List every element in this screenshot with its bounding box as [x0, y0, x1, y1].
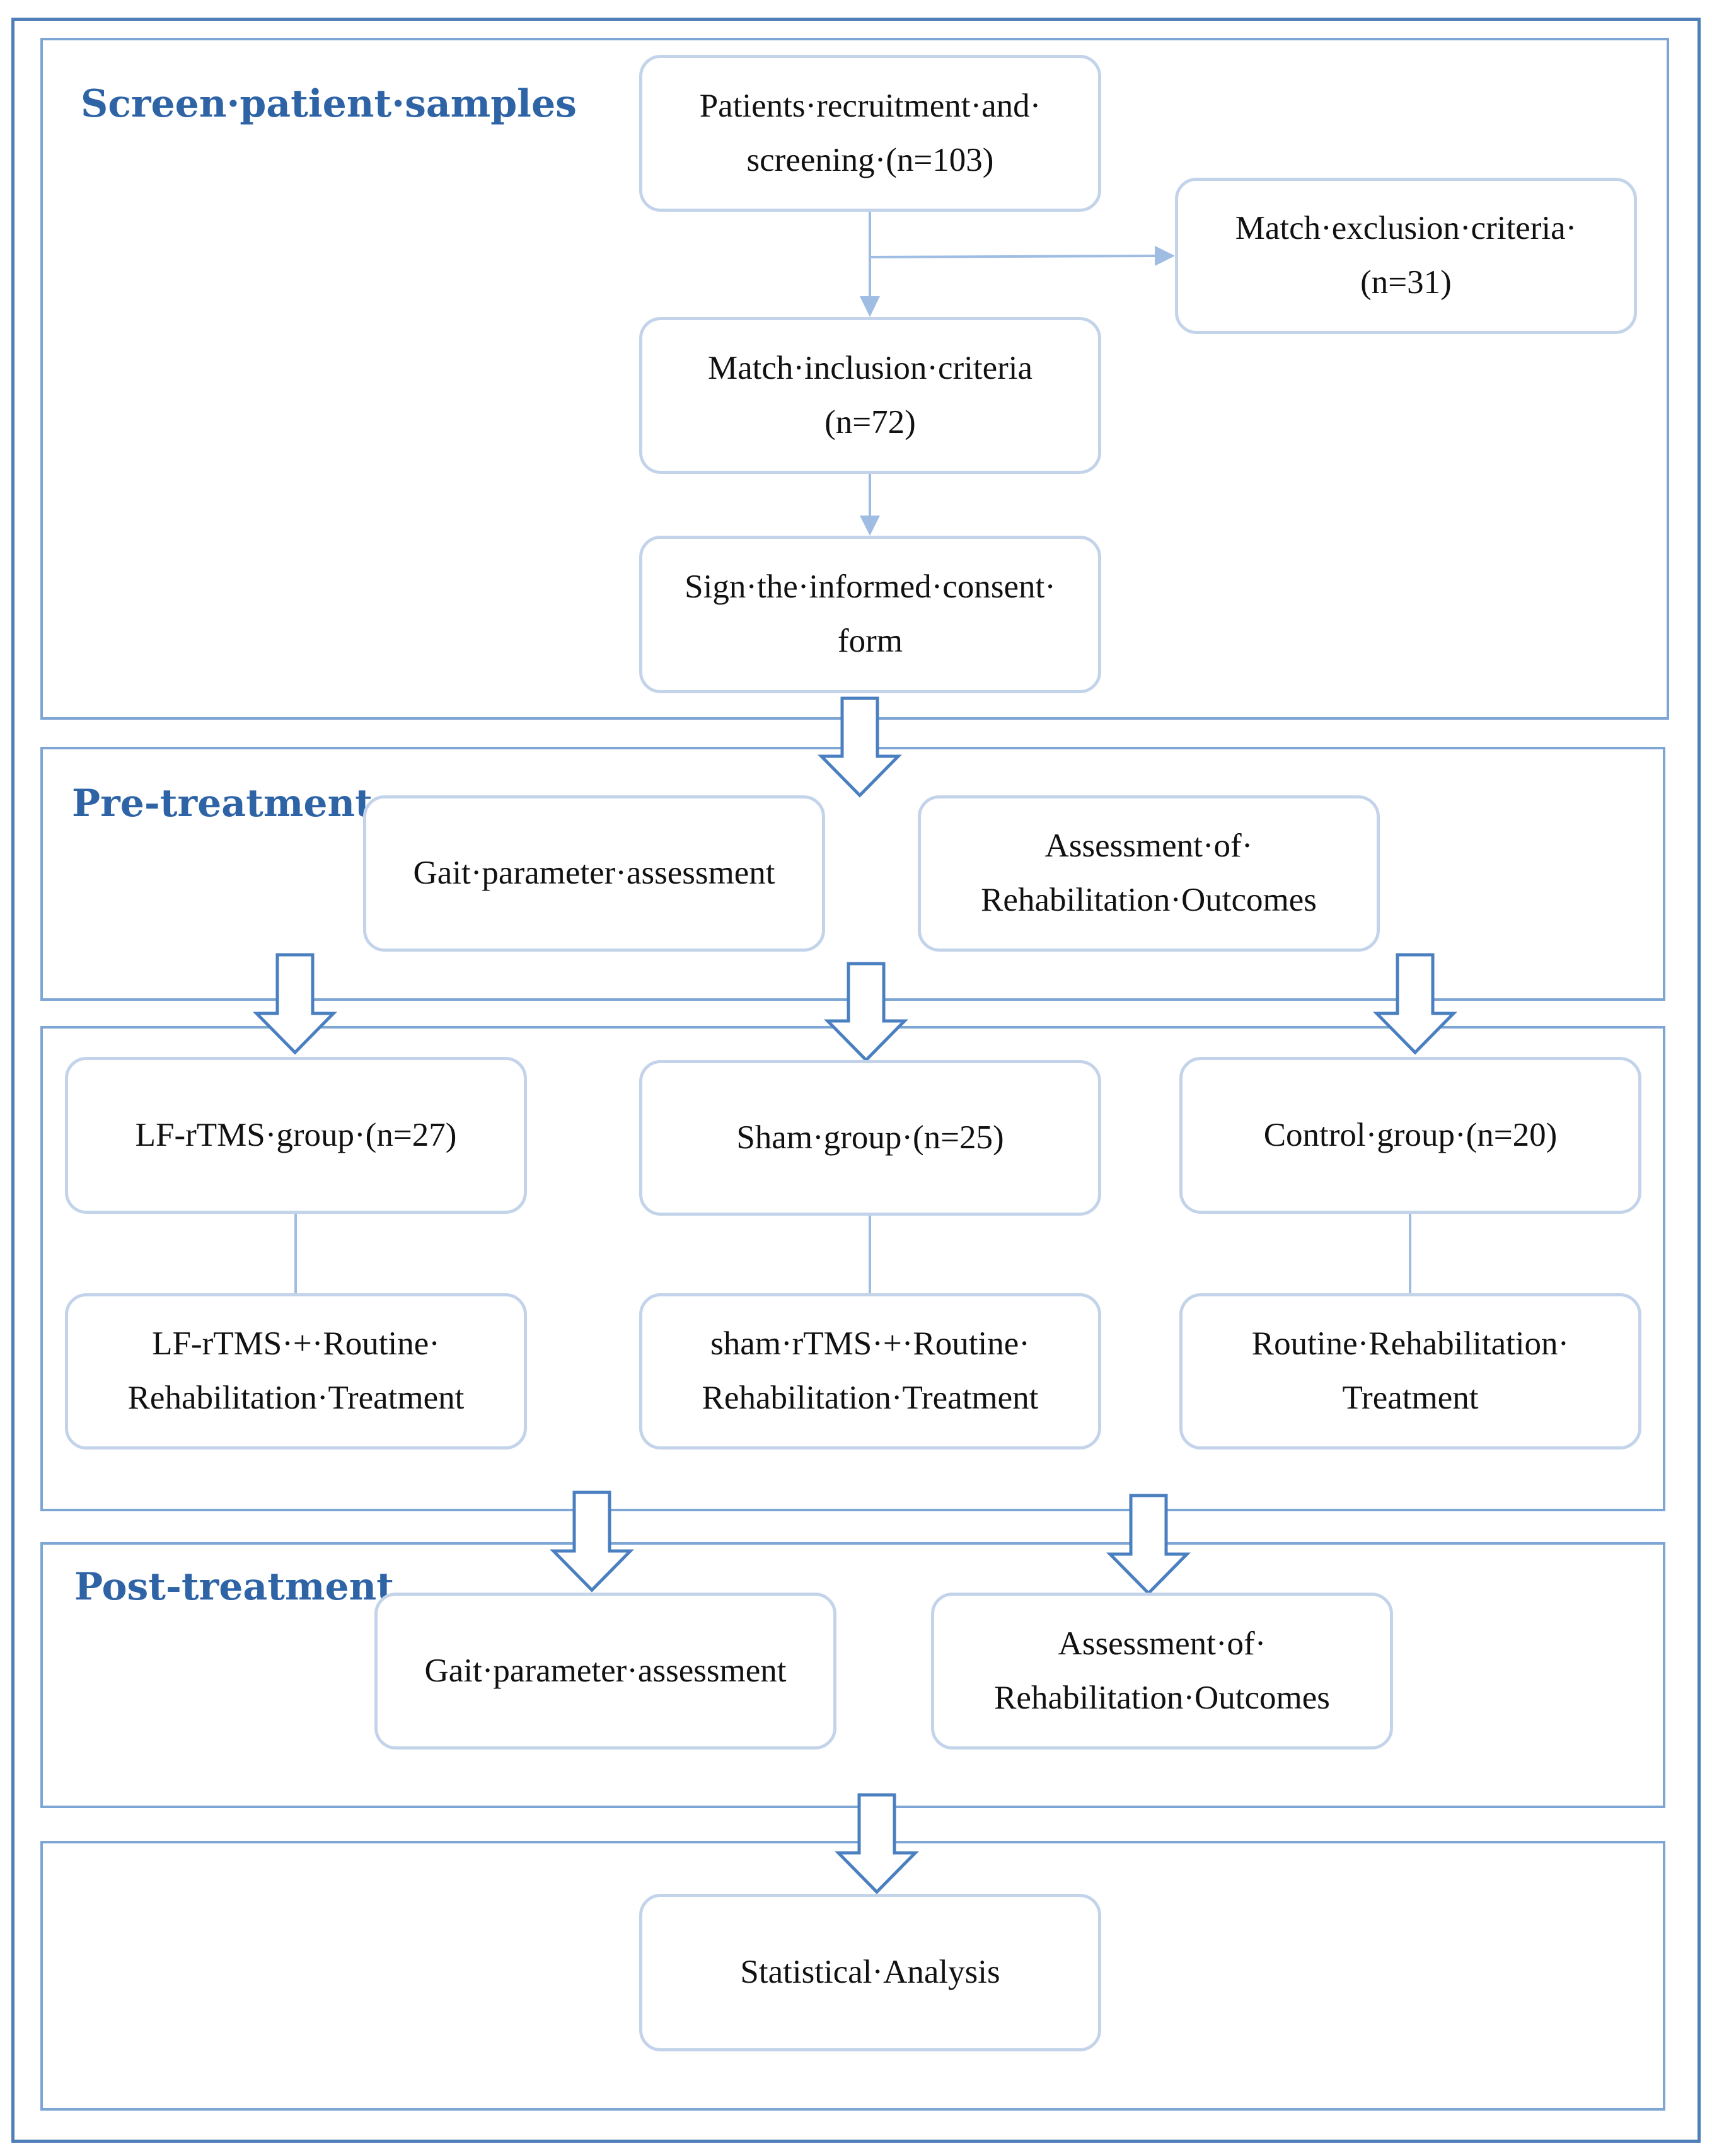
box-line: Sign·the·informed·consent·: [685, 568, 1056, 606]
box-recruitment-screening: Patients·recruitment·and· screening·(n=1…: [639, 55, 1101, 212]
box-control-group: Control·group·(n=20): [1179, 1057, 1641, 1214]
box-post-rehab-outcomes: Assessment·of· Rehabilitation·Outcomes: [931, 1593, 1393, 1750]
box-line: Statistical·Analysis: [740, 1954, 1000, 1991]
box-lf-rtms-treatment: LF-rTMS·+·Routine· Rehabilitation·Treatm…: [65, 1293, 527, 1450]
box-line: Assessment·of·: [1044, 827, 1253, 865]
box-inclusion-criteria: Match·inclusion·criteria (n=72): [639, 317, 1101, 474]
box-line: Rehabilitation·Outcomes: [994, 1679, 1330, 1716]
box-line: Gait·parameter·assessment: [424, 1652, 787, 1689]
box-line: Sham·group·(n=25): [736, 1119, 1004, 1156]
box-line: Control·group·(n=20): [1263, 1116, 1558, 1153]
box-line: sham·rTMS·+·Routine·: [710, 1325, 1030, 1363]
box-informed-consent: Sign·the·informed·consent· form: [639, 536, 1101, 693]
section-post-treatment: [40, 1542, 1665, 1808]
box-line: (n=72): [824, 403, 916, 441]
box-pre-rehab-outcomes: Assessment·of· Rehabilitation·Outcomes: [918, 795, 1380, 952]
box-sham-rtms-treatment: sham·rTMS·+·Routine· Rehabilitation·Trea…: [639, 1293, 1101, 1450]
box-exclusion-criteria: Match·exclusion·criteria· (n=31): [1175, 178, 1637, 334]
box-line: Patients·recruitment·and·: [699, 87, 1041, 124]
box-line: Match·exclusion·criteria·: [1235, 210, 1577, 247]
box-line: Match·inclusion·criteria: [707, 349, 1033, 386]
box-line: Gait·parameter·assessment: [413, 855, 775, 892]
section-title-pre-treatment: Pre-treatment: [72, 781, 373, 826]
box-line: screening·(n=103): [746, 141, 994, 178]
box-line: Assessment·of·: [1058, 1625, 1266, 1662]
box-line: form: [837, 623, 903, 659]
box-line: (n=31): [1360, 264, 1452, 301]
section-title-screen: Screen·patient·samples: [81, 82, 577, 126]
box-lf-rtms-group: LF-rTMS·group·(n=27): [65, 1057, 527, 1214]
box-pre-gait-assessment: Gait·parameter·assessment: [363, 795, 825, 952]
box-line: Rehabilitation·Treatment: [127, 1380, 465, 1416]
section-title-post-treatment: Post-treatment: [74, 1565, 395, 1609]
box-line: LF-rTMS·+·Routine·: [152, 1325, 440, 1363]
box-statistical-analysis: Statistical·Analysis: [639, 1894, 1101, 2051]
box-line: Rehabilitation·Outcomes: [981, 882, 1317, 918]
box-line: Treatment: [1342, 1380, 1479, 1416]
box-line: Rehabilitation·Treatment: [702, 1380, 1039, 1416]
box-sham-group: Sham·group·(n=25): [639, 1060, 1101, 1216]
box-post-gait-assessment: Gait·parameter·assessment: [374, 1593, 836, 1750]
box-line: LF-rTMS·group·(n=27): [135, 1116, 457, 1153]
box-line: Routine·Rehabilitation·: [1251, 1325, 1570, 1363]
box-routine-rehab-treatment: Routine·Rehabilitation· Treatment: [1179, 1293, 1641, 1450]
